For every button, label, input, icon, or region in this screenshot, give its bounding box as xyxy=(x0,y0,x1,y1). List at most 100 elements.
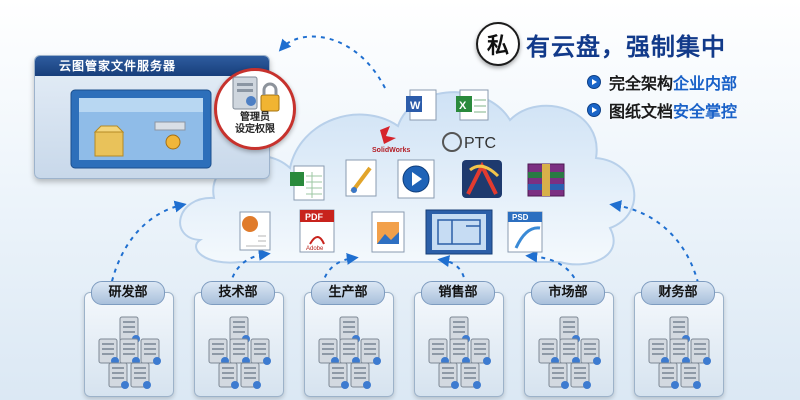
winrar-icon xyxy=(527,163,565,197)
dept-production: 生产部 xyxy=(304,281,394,397)
dept-label: 市场部 xyxy=(531,281,605,305)
solidworks-text: SolidWorks xyxy=(372,147,410,154)
ptc-icon: PTC xyxy=(442,132,496,152)
dept-marketing: 市场部 xyxy=(524,281,614,397)
server-cluster-icon xyxy=(635,309,723,395)
admin-permission-badge xyxy=(214,68,296,150)
workstation-icon xyxy=(130,362,151,389)
arrow-tech xyxy=(229,248,271,287)
workstation-cluster xyxy=(318,316,381,389)
feature-point-1-highlight: 企业内部 xyxy=(673,74,738,93)
workstation-icon xyxy=(218,362,239,389)
workstation-icon xyxy=(680,362,701,389)
workstation-icon xyxy=(98,338,119,365)
feature-point-2-plain: 图纸文档 xyxy=(609,102,674,121)
workstation-icon xyxy=(669,338,690,365)
svg-text:X: X xyxy=(459,100,467,112)
workstation-icon xyxy=(570,362,591,389)
photoshop-icon: PSD xyxy=(507,211,543,253)
workstation-icon xyxy=(559,338,580,365)
workstation-cluster xyxy=(98,316,161,389)
server-cluster-icon xyxy=(305,309,393,395)
workstation-cluster xyxy=(428,316,491,389)
workstation-icon xyxy=(538,338,559,365)
excel-chart-icon xyxy=(290,165,325,201)
admin-label-line1: 管理员 xyxy=(240,112,270,123)
workstation-icon xyxy=(318,338,339,365)
play-bullet-icon xyxy=(588,104,600,116)
workstation-icon xyxy=(648,338,669,365)
server-cluster-icon xyxy=(195,309,283,395)
headline: 私 有云盘，强制集中 xyxy=(476,22,726,66)
workstation-icon xyxy=(548,362,569,389)
workstation-icon xyxy=(470,338,491,365)
workstation-cluster xyxy=(208,316,271,389)
powerpoint-icon xyxy=(239,211,271,251)
play-bullet-icon xyxy=(588,76,600,88)
workstation-icon xyxy=(119,316,140,343)
file-server-illustration xyxy=(70,89,212,169)
arrow-rd xyxy=(109,200,187,291)
dept-label: 技术部 xyxy=(201,281,275,305)
server-cluster-icon xyxy=(415,309,503,395)
pdf-text: PDF xyxy=(305,212,324,222)
workstation-icon xyxy=(339,338,360,365)
autocad-icon xyxy=(462,160,502,198)
image-icon xyxy=(371,211,405,253)
pdf-icon: PDF Adobe xyxy=(299,209,335,253)
admin-server-lock-icon xyxy=(232,76,280,112)
workstation-icon xyxy=(119,338,140,365)
feature-point-1-plain: 完全架构 xyxy=(609,74,674,93)
workstation-cluster xyxy=(538,316,601,389)
workstation-icon xyxy=(438,362,459,389)
arrow-finance xyxy=(609,200,701,293)
workstation-icon xyxy=(428,338,449,365)
workstation-icon xyxy=(350,362,371,389)
psd-text: PSD xyxy=(512,213,529,222)
paint-icon xyxy=(345,159,377,197)
workstation-icon xyxy=(250,338,271,365)
feature-point-2: 图纸文档安全掌控 xyxy=(588,98,737,122)
workstation-icon xyxy=(658,362,679,389)
workstation-icon xyxy=(580,338,601,365)
admin-label: 管理员 设定权限 xyxy=(226,112,284,136)
workstation-icon xyxy=(690,338,711,365)
dept-label: 研发部 xyxy=(91,281,165,305)
headline-text: 有云盘，强制集中 xyxy=(526,32,726,61)
dept-rd: 研发部 xyxy=(84,281,174,397)
workstation-icon xyxy=(140,338,161,365)
headline-badge: 私 xyxy=(476,22,520,66)
workstation-icon xyxy=(108,362,129,389)
word-icon: W xyxy=(406,89,437,121)
svg-text:W: W xyxy=(410,100,421,112)
server-cluster-icon xyxy=(85,309,173,395)
arrow-cloud-to-server xyxy=(278,35,386,89)
workstation-icon xyxy=(208,338,229,365)
media-player-icon xyxy=(397,159,435,199)
dept-label: 销售部 xyxy=(421,281,495,305)
dept-finance: 财务部 xyxy=(634,281,724,397)
ptc-text: PTC xyxy=(464,135,496,152)
workstation-icon xyxy=(339,316,360,343)
workstation-icon xyxy=(360,338,381,365)
dept-tech: 技术部 xyxy=(194,281,284,397)
dept-label: 生产部 xyxy=(311,281,385,305)
adobe-text: Adobe xyxy=(306,246,324,252)
feature-point-2-highlight: 安全掌控 xyxy=(673,102,738,121)
excel-icon: X xyxy=(456,89,489,121)
dept-label: 财务部 xyxy=(641,281,715,305)
workstation-icon xyxy=(449,338,470,365)
workstation-cluster xyxy=(648,316,711,389)
dept-sales: 销售部 xyxy=(414,281,504,397)
dwg-blueprint-icon xyxy=(425,209,493,255)
solidworks-icon: SolidWorks xyxy=(372,126,410,154)
workstation-icon xyxy=(240,362,261,389)
feature-point-1: 完全架构企业内部 xyxy=(588,70,737,94)
workstation-icon xyxy=(229,338,250,365)
arrow-market xyxy=(525,250,579,287)
workstation-icon xyxy=(460,362,481,389)
file-server-title: 云图管家文件服务器 xyxy=(35,56,269,76)
server-cluster-icon xyxy=(525,309,613,395)
